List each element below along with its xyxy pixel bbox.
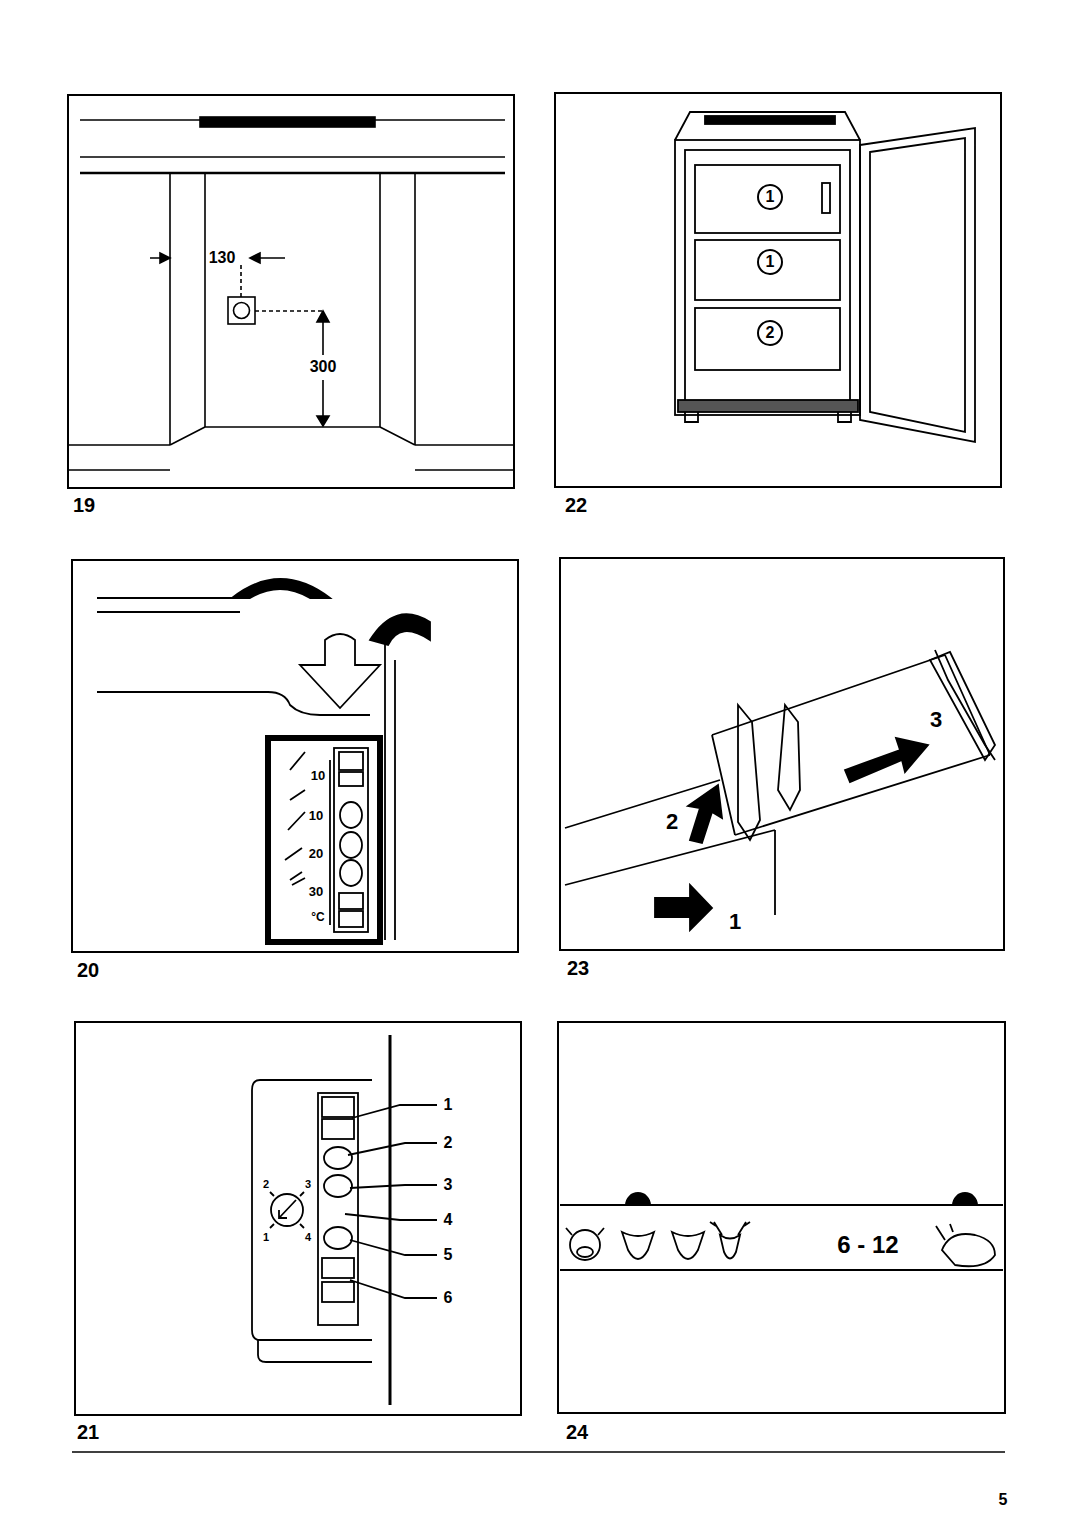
drawer-number: 1 bbox=[766, 254, 775, 270]
figure-number: 2 bbox=[665, 810, 679, 834]
figure-number: 20 bbox=[76, 959, 100, 981]
food-symbol-strip bbox=[560, 1193, 1003, 1270]
panel-frame bbox=[558, 1022, 1005, 1413]
callout-number: 4 bbox=[443, 1211, 454, 1229]
figure-number: 1 bbox=[728, 910, 742, 934]
callout-number: 4 bbox=[304, 1231, 312, 1243]
callout-number: 2 bbox=[262, 1178, 270, 1190]
callout-number: 30 bbox=[308, 885, 324, 899]
callout-number: 300 bbox=[309, 358, 338, 376]
freezer-drawing bbox=[675, 112, 975, 442]
callout-number: 1 bbox=[262, 1231, 270, 1243]
niche-drawing bbox=[68, 117, 514, 470]
panel-frame bbox=[72, 560, 518, 952]
panel-frames bbox=[68, 93, 1005, 1415]
drawer-removal-drawing bbox=[565, 650, 995, 930]
panel-frame bbox=[560, 558, 1004, 950]
figure-number: 22 bbox=[564, 494, 588, 516]
figure-number: 21 bbox=[76, 1421, 100, 1443]
callout-number: 130 bbox=[208, 249, 237, 267]
figure-number: 19 bbox=[72, 494, 96, 516]
callout-number: 6 bbox=[443, 1289, 454, 1307]
control-buttons-drawing bbox=[252, 1035, 437, 1405]
figure-number: 3 bbox=[929, 708, 943, 732]
drawer-number: 1 bbox=[766, 189, 775, 205]
drawer-number: 2 bbox=[766, 325, 775, 341]
callout-number: °C bbox=[310, 911, 325, 924]
control-panel-drawing bbox=[97, 579, 430, 942]
callout-number: 5 bbox=[443, 1246, 454, 1264]
panel-frame bbox=[68, 95, 514, 488]
figure-number: 24 bbox=[565, 1421, 589, 1443]
callout-number: 2 bbox=[443, 1134, 454, 1152]
callout-number: 3 bbox=[443, 1176, 454, 1194]
callout-number: 10 bbox=[308, 809, 324, 823]
drawer-number-circle: 1 bbox=[757, 184, 783, 210]
drawer-number-circle: 2 bbox=[757, 320, 783, 346]
figure-number: 23 bbox=[566, 957, 590, 979]
page-rule bbox=[72, 1451, 1005, 1453]
storage-months: 6 - 12 bbox=[836, 1232, 899, 1258]
callout-number: 3 bbox=[304, 1178, 312, 1190]
callout-number: 5 bbox=[998, 1491, 1009, 1509]
callout-number: 10 bbox=[310, 769, 326, 783]
panel-frame bbox=[75, 1022, 521, 1415]
panel-frame bbox=[555, 93, 1001, 487]
callout-number: 1 bbox=[443, 1096, 454, 1114]
drawer-number-circle: 1 bbox=[757, 249, 783, 275]
callout-number: 20 bbox=[308, 847, 324, 861]
